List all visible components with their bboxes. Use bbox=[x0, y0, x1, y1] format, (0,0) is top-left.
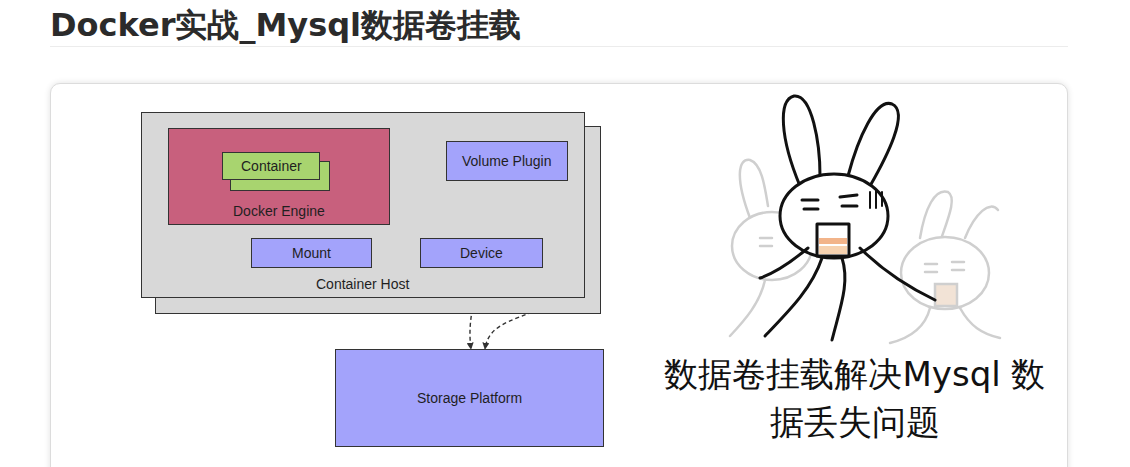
page-title: Docker实战_Mysql数据卷挂载 bbox=[50, 4, 521, 48]
engine-box: Docker Engine Container bbox=[168, 128, 390, 225]
node-label: Container bbox=[241, 158, 302, 174]
node-label: Docker Engine bbox=[233, 203, 325, 219]
node-label: Mount bbox=[292, 245, 331, 261]
plugin-box: Volume Plugin bbox=[446, 141, 568, 181]
mount-box: Mount bbox=[251, 238, 372, 268]
node-label: Device bbox=[460, 245, 503, 261]
container-box: Container bbox=[222, 152, 320, 180]
node-label: Volume Plugin bbox=[462, 153, 552, 169]
node-label: Container Host bbox=[316, 276, 409, 292]
device-box: Device bbox=[420, 238, 543, 268]
title-rule bbox=[50, 46, 1068, 47]
node-label: Storage Platform bbox=[417, 390, 522, 406]
storage-box: Storage Platform bbox=[335, 349, 604, 447]
container-host-box: Container Host Docker Engine Container Volu… bbox=[141, 112, 585, 298]
caption-note: 数据卷挂载解决Mysql 数据丢失问题 bbox=[650, 350, 1060, 446]
rabbit-illustration bbox=[720, 88, 1020, 350]
